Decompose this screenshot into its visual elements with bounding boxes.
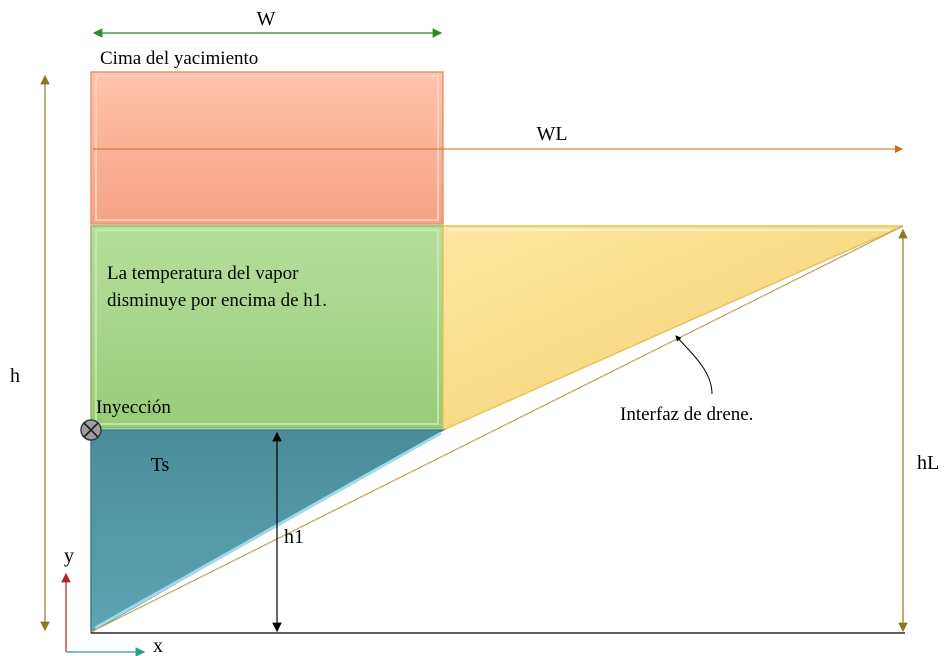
label-injection: Inyección: [96, 397, 171, 418]
drainage-interface-line: [90, 225, 904, 633]
condensate-edge-highlight: [94, 431, 442, 630]
label-wl: WL: [536, 123, 567, 145]
label-y-axis: y: [64, 545, 74, 567]
label-drainage-interface: Interfaz de drene.: [620, 404, 753, 425]
steam-zone-bevel: [95, 229, 439, 425]
top-zone-bevel: [95, 75, 439, 221]
label-x-axis: x: [153, 635, 163, 656]
steam-zone: [90, 225, 444, 429]
label-w: W: [257, 8, 276, 30]
label-h1: h1: [284, 526, 304, 548]
interface-callout: [675, 335, 713, 395]
label-hl: hL: [917, 452, 939, 474]
label-ts: Ts: [151, 454, 170, 476]
liquid-triangle: [442, 225, 904, 432]
label-steam-note-1: La temperatura del vapor: [107, 263, 299, 284]
label-h: h: [10, 365, 20, 387]
injector-valve-icon: [80, 419, 102, 441]
label-reservoir-top: Cima del yacimiento: [100, 48, 258, 69]
top-zone: [90, 71, 444, 225]
label-steam-note-2: disminuye por encima de h1.: [107, 290, 327, 311]
